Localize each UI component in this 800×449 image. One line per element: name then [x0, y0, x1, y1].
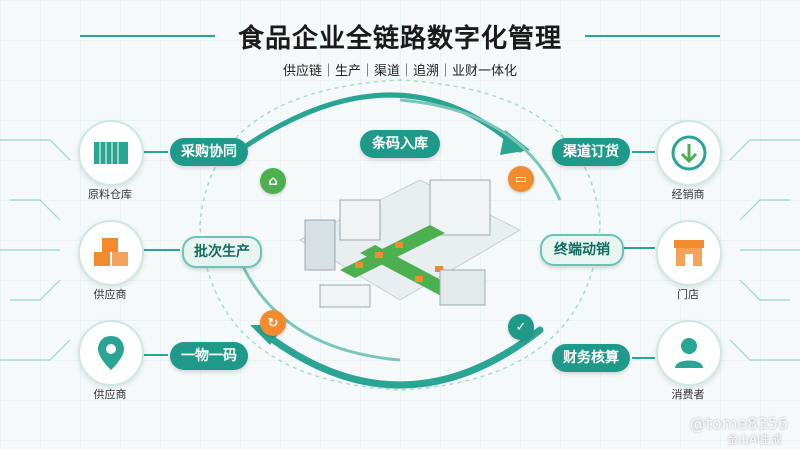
bottom-arc	[256, 326, 544, 389]
step-terminal-sales: 终端动销	[540, 234, 624, 266]
download-icon	[671, 135, 707, 171]
monitor-icon: ▭	[508, 166, 534, 192]
container-icon	[94, 142, 128, 164]
boxes-icon	[94, 238, 128, 266]
top-arc	[237, 92, 523, 153]
checkbox-icon: ✓	[508, 314, 534, 340]
consumer-node	[656, 320, 722, 386]
step-channel-order: 渠道订货	[552, 138, 630, 166]
watermark: @tome8356	[689, 414, 788, 433]
consumer-label: 消费者	[671, 388, 705, 401]
supplier-node-2	[78, 320, 144, 386]
refresh-icon: ↻	[260, 310, 286, 336]
distributor-label: 经销商	[671, 188, 705, 201]
step-barcode-inbound: 条码入库	[360, 130, 440, 158]
person-icon	[675, 338, 703, 368]
distributor-node	[656, 120, 722, 186]
dashed-ring	[199, 79, 601, 391]
circuit-left	[0, 139, 71, 361]
inner-arc-left	[238, 259, 401, 362]
supplier-label-1: 供应商	[93, 288, 127, 301]
page-title: 食品企业全链路数字化管理	[237, 24, 562, 54]
step-finance: 财务核算	[552, 344, 630, 372]
raw-warehouse-node	[78, 120, 144, 186]
supplier-node-1	[78, 220, 144, 286]
store-label: 门店	[677, 288, 699, 301]
page-subtitle: 供应链｜生产｜渠道｜追溯｜业财一体化	[282, 64, 517, 79]
storefront-icon	[674, 240, 704, 266]
step-procurement: 采购协同	[170, 138, 248, 166]
inner-arc-right	[399, 98, 562, 201]
circuit-right	[729, 139, 800, 361]
step-batch-production: 批次生产	[182, 236, 262, 268]
raw-warehouse-label: 原料仓库	[88, 188, 132, 201]
supplier-label-2: 供应商	[93, 388, 127, 401]
lock-icon: ⌂	[260, 168, 286, 194]
factory-illustration	[298, 179, 522, 308]
step-one-item-one-code: 一物一码	[170, 342, 248, 370]
location-pin-icon	[98, 336, 124, 370]
watermark-sub: 金山AI生成	[727, 433, 782, 446]
store-node	[656, 220, 722, 286]
